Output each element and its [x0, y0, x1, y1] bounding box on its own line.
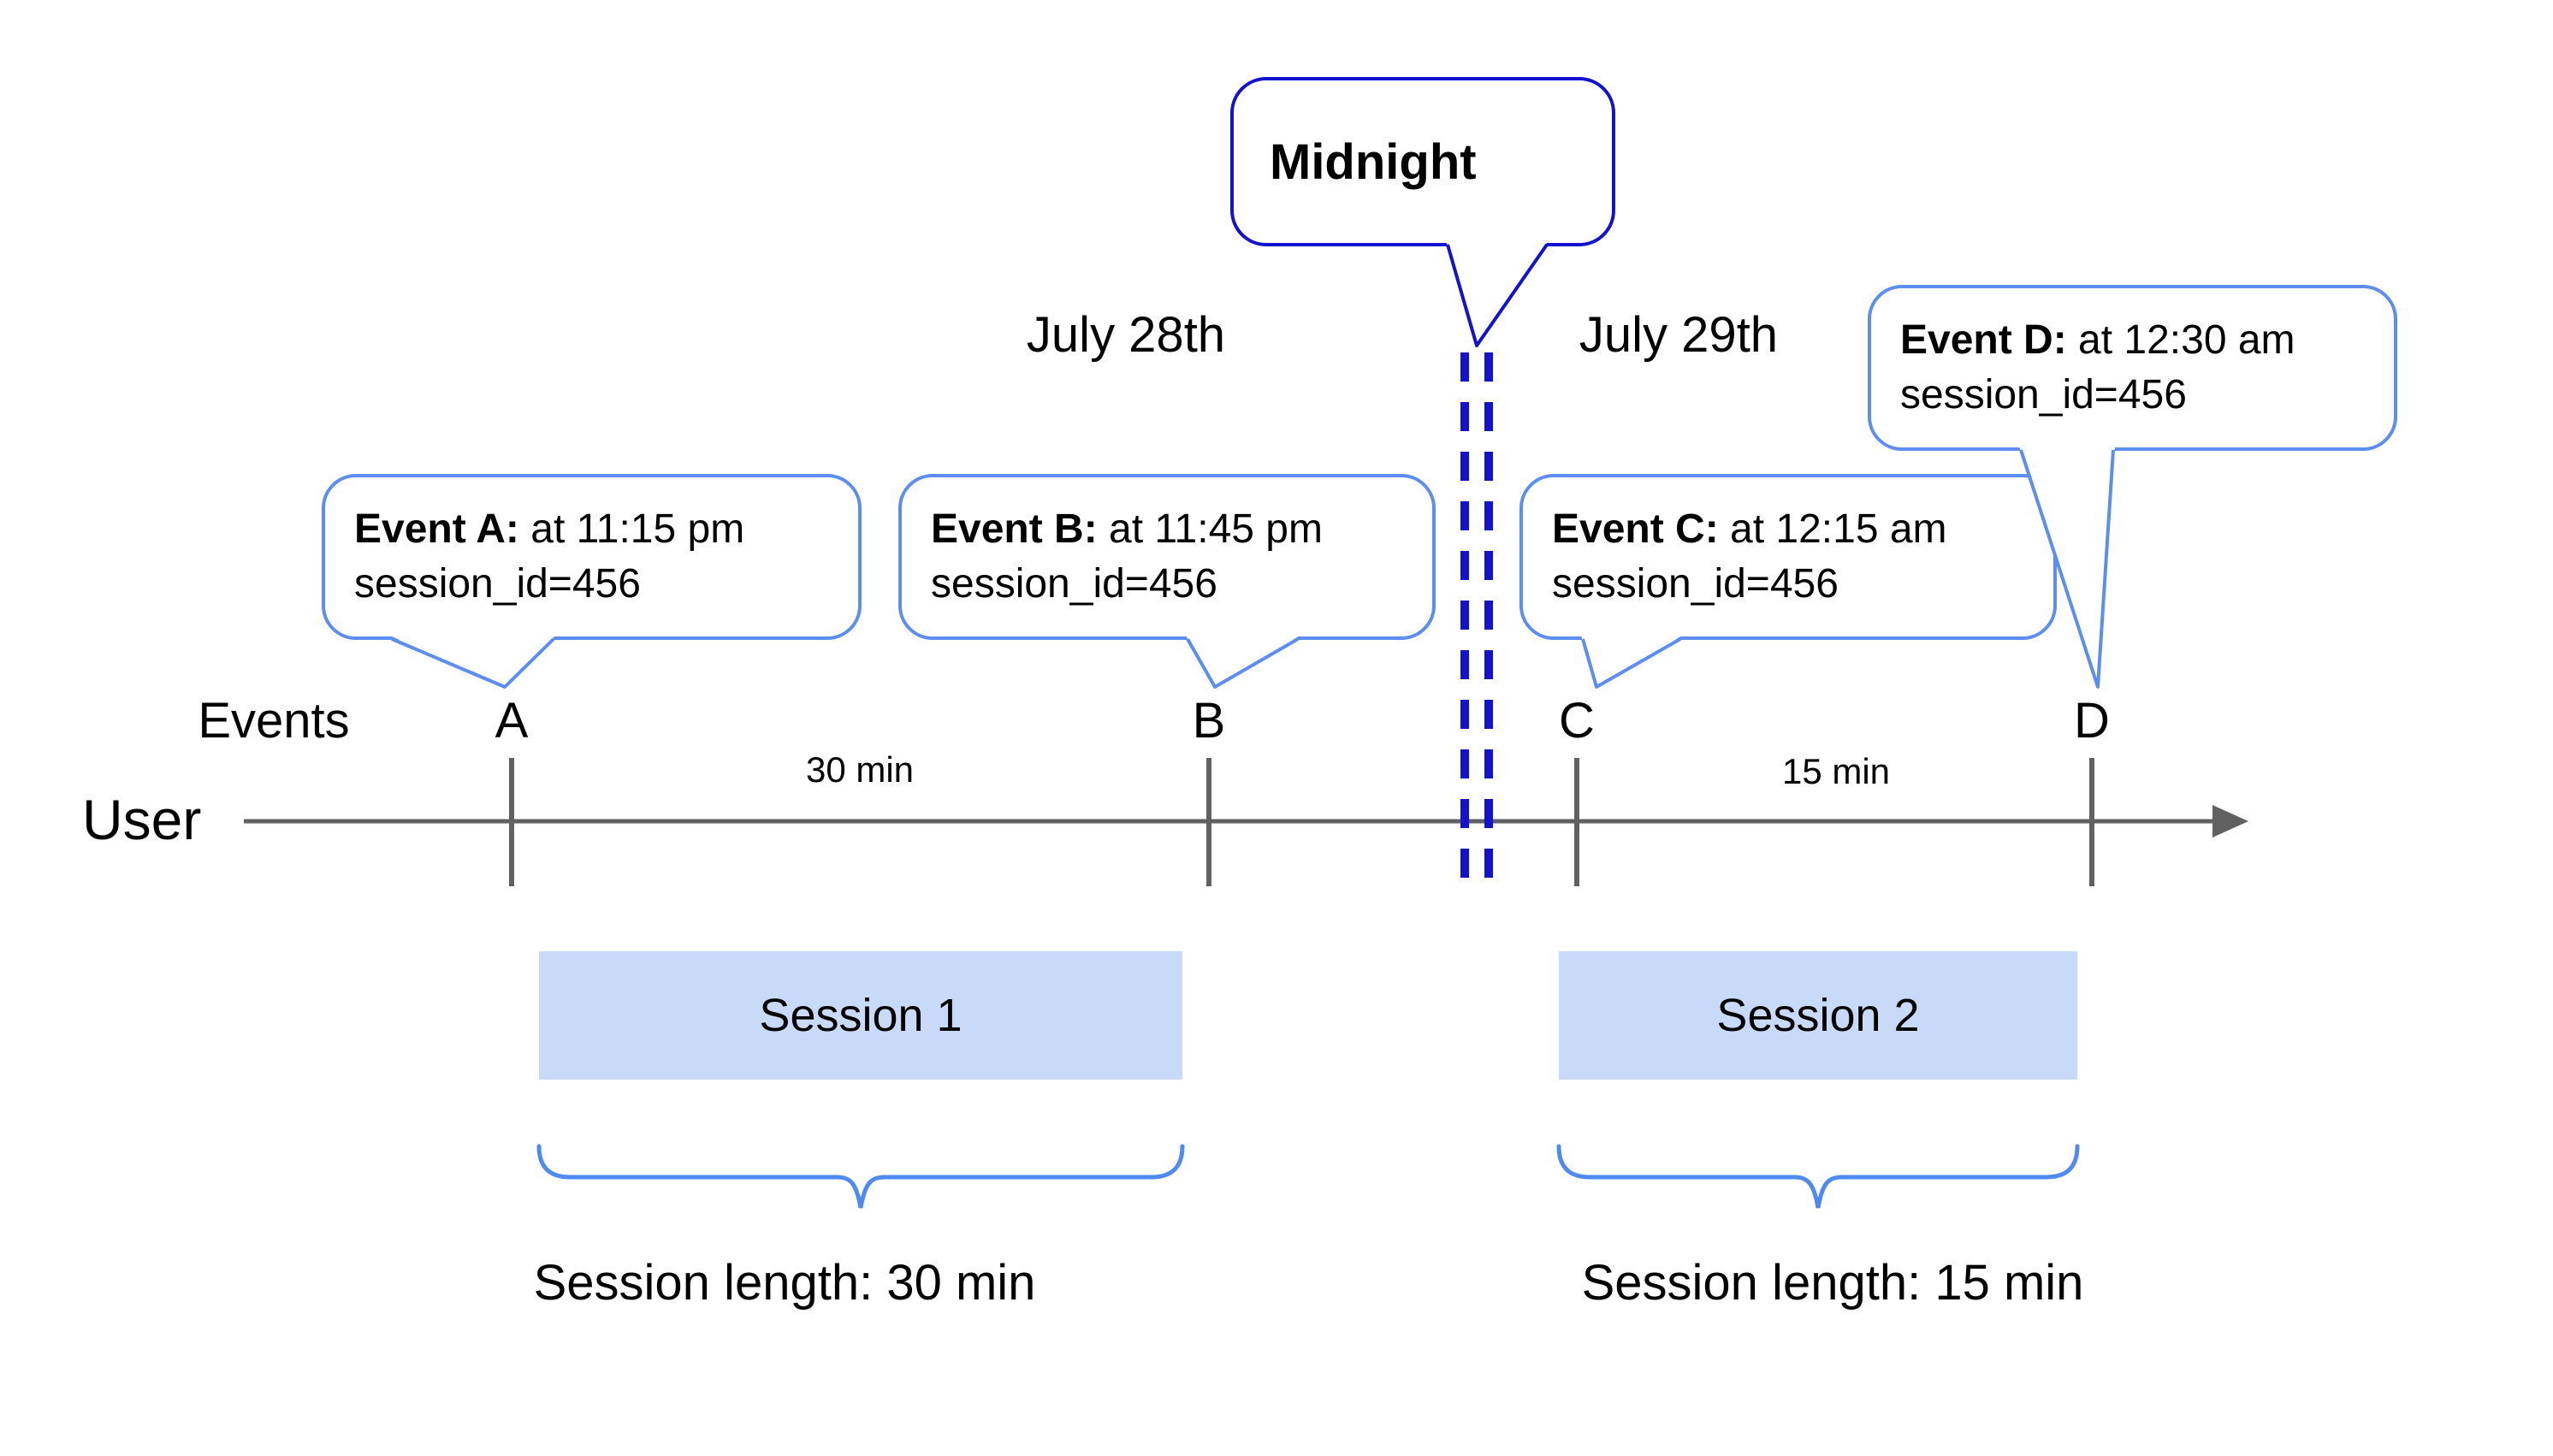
event-b-callout: Event B: at 11:45 pm session_id=456: [900, 476, 1434, 638]
event-a-callout: Event A: at 11:15 pm session_id=456: [323, 476, 860, 638]
session-2-brace: [1556, 1144, 2080, 1209]
event-d-title-line: Event D: at 12:30 am: [1900, 313, 2396, 368]
event-d-bubble-tail-fill: [2019, 447, 2115, 688]
event-c-callout: Event C: at 12:15 am session_id=456: [1521, 476, 2055, 638]
event-c-session-id: session_id=456: [1552, 561, 1839, 607]
event-a-title: Event A:: [354, 506, 519, 552]
midnight-bubble-label: Midnight: [1232, 79, 1614, 245]
timeline-arrowhead-icon: [2212, 805, 2248, 837]
event-b-bubble-tail: [1186, 637, 1299, 689]
session-1-brace: [536, 1144, 1185, 1209]
event-c-time: at 12:15 am: [1718, 506, 1947, 552]
event-d-time: at 12:30 am: [2066, 317, 2295, 363]
event-d-title: Event D:: [1900, 317, 2067, 363]
tick-label-a: A: [495, 693, 529, 749]
session-1-label: Session 1: [759, 990, 963, 1041]
tick-label-d: D: [2074, 693, 2110, 749]
event-c-bubble-tail: [1581, 637, 1681, 689]
event-a-title-line: Event A: at 11:15 pm: [354, 502, 860, 557]
event-a-bubble-tail: [391, 637, 555, 689]
event-c-title: Event C:: [1552, 506, 1719, 552]
session-1-box: Session 1: [539, 951, 1182, 1080]
events-axis-label: Events: [198, 693, 350, 749]
user-axis-label: User: [82, 788, 202, 851]
gap-30min-label: 30 min: [805, 749, 915, 790]
midnight-label: Midnight: [1270, 133, 1477, 190]
event-c-bubble-tail-fill: [1581, 636, 1682, 688]
session-2-label: Session 2: [1716, 990, 1920, 1041]
event-d-bubble-tail: [2019, 449, 2115, 689]
event-b-bubble: [898, 474, 1436, 640]
event-d-session-id: session_id=456: [1900, 372, 2187, 417]
event-d-callout: Event D: at 12:30 am session_id=456: [1869, 287, 2396, 449]
date-july-28: July 28th: [1026, 307, 1226, 363]
tick-label-c: C: [1559, 693, 1595, 749]
event-b-session-id: session_id=456: [931, 561, 1217, 607]
midnight-bubble-tail-fill: [1446, 240, 1549, 347]
event-a-time: at 11:15 pm: [518, 506, 745, 552]
tick-label-b: B: [1192, 693, 1226, 749]
gap-15min-label: 15 min: [1781, 751, 1891, 791]
event-b-title: Event B:: [931, 506, 1098, 552]
event-b-time: at 11:45 pm: [1097, 506, 1323, 552]
session-2-box: Session 2: [1559, 951, 2077, 1080]
session-2-length-label: Session length: 15 min: [1581, 1255, 2084, 1311]
event-a-bubble: [322, 474, 862, 640]
date-july-29: July 29th: [1579, 307, 1779, 363]
session-1-length-label: Session length: 30 min: [533, 1255, 1036, 1311]
event-a-bubble-tail-fill: [390, 636, 555, 688]
event-a-session-id: session_id=456: [354, 561, 641, 607]
event-c-title-line: Event C: at 12:15 am: [1552, 502, 2055, 557]
midnight-bubble-tail: [1446, 243, 1549, 347]
event-b-bubble-tail-fill: [1186, 636, 1300, 688]
midnight-bubble: [1230, 77, 1615, 246]
event-d-bubble: [1868, 285, 2397, 451]
event-b-title-line: Event B: at 11:45 pm: [931, 502, 1434, 557]
